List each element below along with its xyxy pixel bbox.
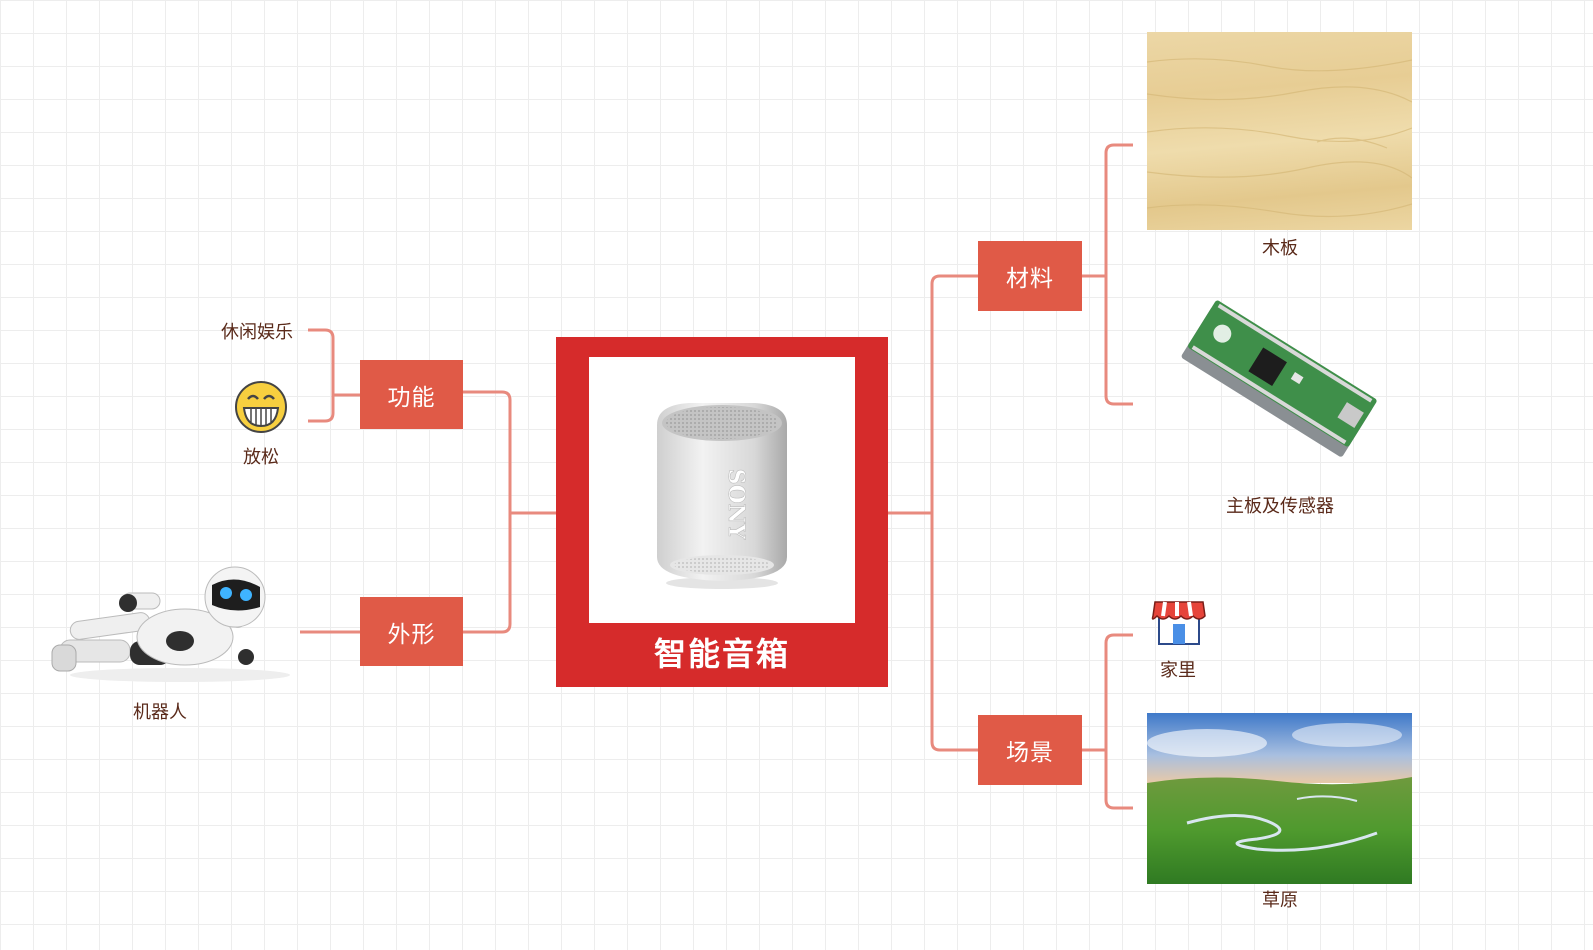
connector-function-leisure	[308, 330, 360, 395]
connector-material-wood	[1082, 145, 1133, 276]
connector-scene-home	[1082, 635, 1133, 750]
grassland-image	[1147, 713, 1412, 884]
connector-material-board	[1106, 276, 1133, 404]
connector-center-function	[463, 392, 556, 513]
connector-center-scene	[932, 513, 978, 750]
robot-image	[30, 545, 300, 695]
label-board-sensor[interactable]: 主板及传感器	[1200, 492, 1360, 518]
connector-center-material	[887, 276, 978, 513]
central-title: 智能音箱	[556, 629, 888, 675]
topic-scene[interactable]: 场景	[978, 715, 1082, 785]
circuit-board-image	[1147, 290, 1412, 488]
connector-scene-grassland	[1106, 750, 1133, 808]
grinning-face-icon	[234, 380, 288, 434]
label-leisure[interactable]: 休闲娱乐	[212, 318, 302, 344]
label-relax[interactable]: 放松	[224, 443, 298, 469]
central-image-frame: SONY	[589, 357, 855, 623]
central-topic[interactable]: SONY 智能音箱	[556, 337, 888, 687]
storefront-icon	[1151, 594, 1207, 648]
label-home[interactable]: 家里	[1140, 656, 1216, 682]
topic-shape[interactable]: 外形	[360, 597, 463, 666]
topic-material[interactable]: 材料	[978, 241, 1082, 311]
connector-function-relax	[308, 395, 333, 421]
speaker-image: SONY	[589, 357, 855, 623]
label-wood-board[interactable]: 木板	[1240, 234, 1320, 260]
topic-function[interactable]: 功能	[360, 360, 463, 429]
label-grassland[interactable]: 草原	[1240, 886, 1320, 912]
connector-center-shape	[463, 513, 510, 632]
speaker-brand-text: SONY	[723, 469, 749, 540]
wood-board-image	[1147, 32, 1412, 230]
label-robot[interactable]: 机器人	[115, 698, 205, 724]
